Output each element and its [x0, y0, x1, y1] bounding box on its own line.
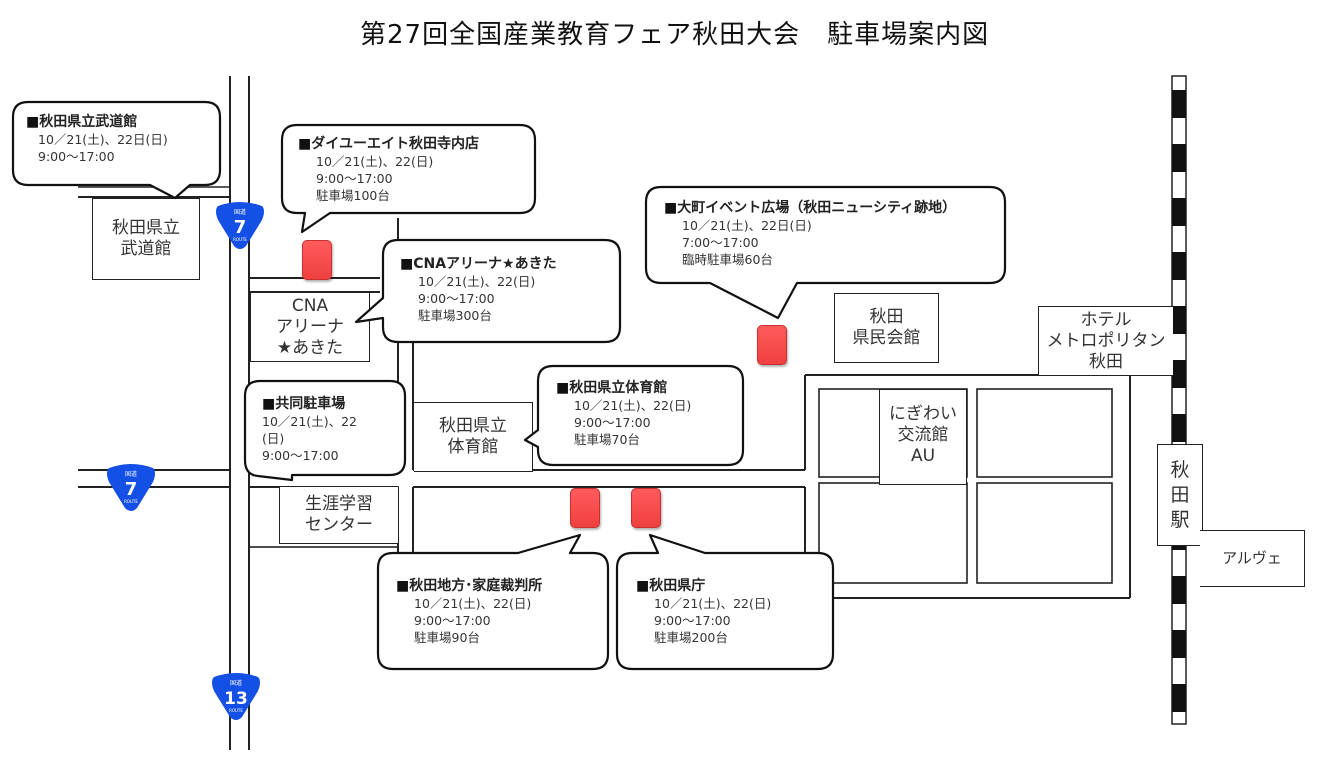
callout-dates: 10／21(土)、22日(日) — [38, 132, 168, 147]
callout-cna-arena: CNAアリーナ★あきた 10／21(土)、22(日) 9:00～17:00 駐車… — [400, 256, 556, 324]
route-7-north-shield-icon: 国道 7 ROUTE — [216, 202, 264, 249]
callout-capacity: 駐車場200台 — [654, 630, 728, 645]
svg-text:国道: 国道 — [230, 679, 242, 687]
parking-marker-kencho[interactable] — [631, 488, 661, 528]
route-13-shield-icon: 国道 13 ROUTE — [212, 673, 260, 720]
building-nigiwai-au: にぎわい 交流館 AU — [879, 389, 967, 485]
svg-text:7: 7 — [234, 217, 247, 238]
callout-hours: 9:00～17:00 — [418, 291, 495, 306]
callout-title: 秋田県立武道館 — [26, 114, 168, 131]
callout-kyodo-parking: 共同駐車場 10／21(土)、22 (日) 9:00～17:00 — [262, 396, 357, 464]
svg-text:ROUTE: ROUTE — [124, 499, 138, 504]
callout-dates-cont: (日) — [262, 431, 285, 446]
svg-text:ROUTE: ROUTE — [229, 708, 243, 713]
callout-omachi-event-plaza: 大町イベント広場（秋田ニューシティ跡地） 10／21(土)、22日(日) 7:0… — [664, 200, 956, 268]
svg-text:7: 7 — [125, 479, 138, 500]
callout-dates: 10／21(土)、22(日) — [414, 596, 532, 611]
callout-title: 秋田県庁 — [636, 578, 771, 595]
parking-marker-court[interactable] — [570, 488, 600, 528]
building-hotel-metropolitan: ホテル メトロポリタン 秋田 — [1038, 306, 1173, 376]
callout-capacity: 臨時駐車場60台 — [682, 252, 773, 267]
callout-hours: 9:00～17:00 — [574, 415, 651, 430]
callout-dates: 10／21(土)、22(日) — [316, 154, 434, 169]
callout-dates: 10／21(土)、22 — [262, 414, 357, 429]
callout-dates: 10／21(土)、22(日) — [418, 274, 536, 289]
callout-hours: 9:00～17:00 — [316, 171, 393, 186]
callout-hours: 7:00～17:00 — [682, 235, 759, 250]
callout-dates: 10／21(土)、22(日) — [654, 596, 772, 611]
railway-tie — [1172, 252, 1186, 280]
parking-marker-omachi[interactable] — [757, 325, 787, 365]
callout-budokan: 秋田県立武道館 10／21(土)、22日(日) 9:00～17:00 — [26, 114, 168, 165]
callout-dates: 10／21(土)、22(日) — [574, 398, 692, 413]
railway-tie — [1172, 198, 1186, 226]
railway-tie — [1172, 90, 1186, 118]
callout-title: 大町イベント広場（秋田ニューシティ跡地） — [664, 200, 956, 217]
building-cna-arena: CNA アリーナ ★あきた — [250, 292, 370, 362]
railway-tie — [1172, 306, 1186, 334]
callout-taiikukan: 秋田県立体育館 10／21(土)、22(日) 9:00～17:00 駐車場70台 — [556, 380, 691, 448]
svg-text:13: 13 — [224, 689, 248, 709]
svg-text:国道: 国道 — [125, 470, 137, 478]
callout-hours: 9:00～17:00 — [262, 448, 339, 463]
callout-daiyu-eight: ダイユーエイト秋田寺内店 10／21(土)、22(日) 9:00～17:00 駐… — [298, 136, 479, 204]
route-7-west-shield-icon: 国道 7 ROUTE — [107, 464, 155, 511]
railway-tie — [1172, 630, 1186, 658]
building-taiikukan: 秋田県立 体育館 — [414, 402, 533, 472]
callout-title: CNAアリーナ★あきた — [400, 256, 556, 273]
callout-hours: 9:00～17:00 — [414, 613, 491, 628]
railway-tie — [1172, 684, 1186, 712]
callout-kencho: 秋田県庁 10／21(土)、22(日) 9:00～17:00 駐車場200台 — [636, 578, 771, 646]
callout-hours: 9:00～17:00 — [38, 149, 115, 164]
map-title: 第27回全国産業教育フェア秋田大会 駐車場案内図 — [360, 20, 990, 50]
callout-title: 秋田地方･家庭裁判所 — [396, 578, 542, 595]
callout-hours: 9:00～17:00 — [654, 613, 731, 628]
parking-marker-daiyu[interactable] — [302, 240, 332, 280]
railway-tie — [1172, 576, 1186, 604]
building-shogai-center: 生涯学習 センター — [279, 487, 398, 544]
railway-tie — [1172, 144, 1186, 172]
callout-court: 秋田地方･家庭裁判所 10／21(土)、22(日) 9:00～17:00 駐車場… — [396, 578, 542, 646]
callout-title: 秋田県立体育館 — [556, 380, 691, 397]
callout-capacity: 駐車場90台 — [414, 630, 480, 645]
building-kenmin-kaikan: 秋田 県民会館 — [834, 293, 939, 363]
building-budokan: 秋田県立 武道館 — [92, 198, 200, 280]
callout-capacity: 駐車場70台 — [574, 432, 640, 447]
building-alve: アルヴェ — [1200, 530, 1305, 587]
railway — [1171, 75, 1187, 725]
svg-text:ROUTE: ROUTE — [233, 237, 247, 242]
callout-title: 共同駐車場 — [262, 396, 357, 413]
callout-title: ダイユーエイト秋田寺内店 — [298, 136, 479, 153]
svg-text:国道: 国道 — [234, 208, 246, 216]
railway-tie — [1172, 360, 1186, 388]
callout-capacity: 駐車場300台 — [418, 308, 492, 323]
callout-capacity: 駐車場100台 — [316, 188, 390, 203]
railway-tie — [1172, 414, 1186, 442]
building-akita-station: 秋 田 駅 — [1157, 444, 1203, 546]
callout-dates: 10／21(土)、22日(日) — [682, 218, 812, 233]
